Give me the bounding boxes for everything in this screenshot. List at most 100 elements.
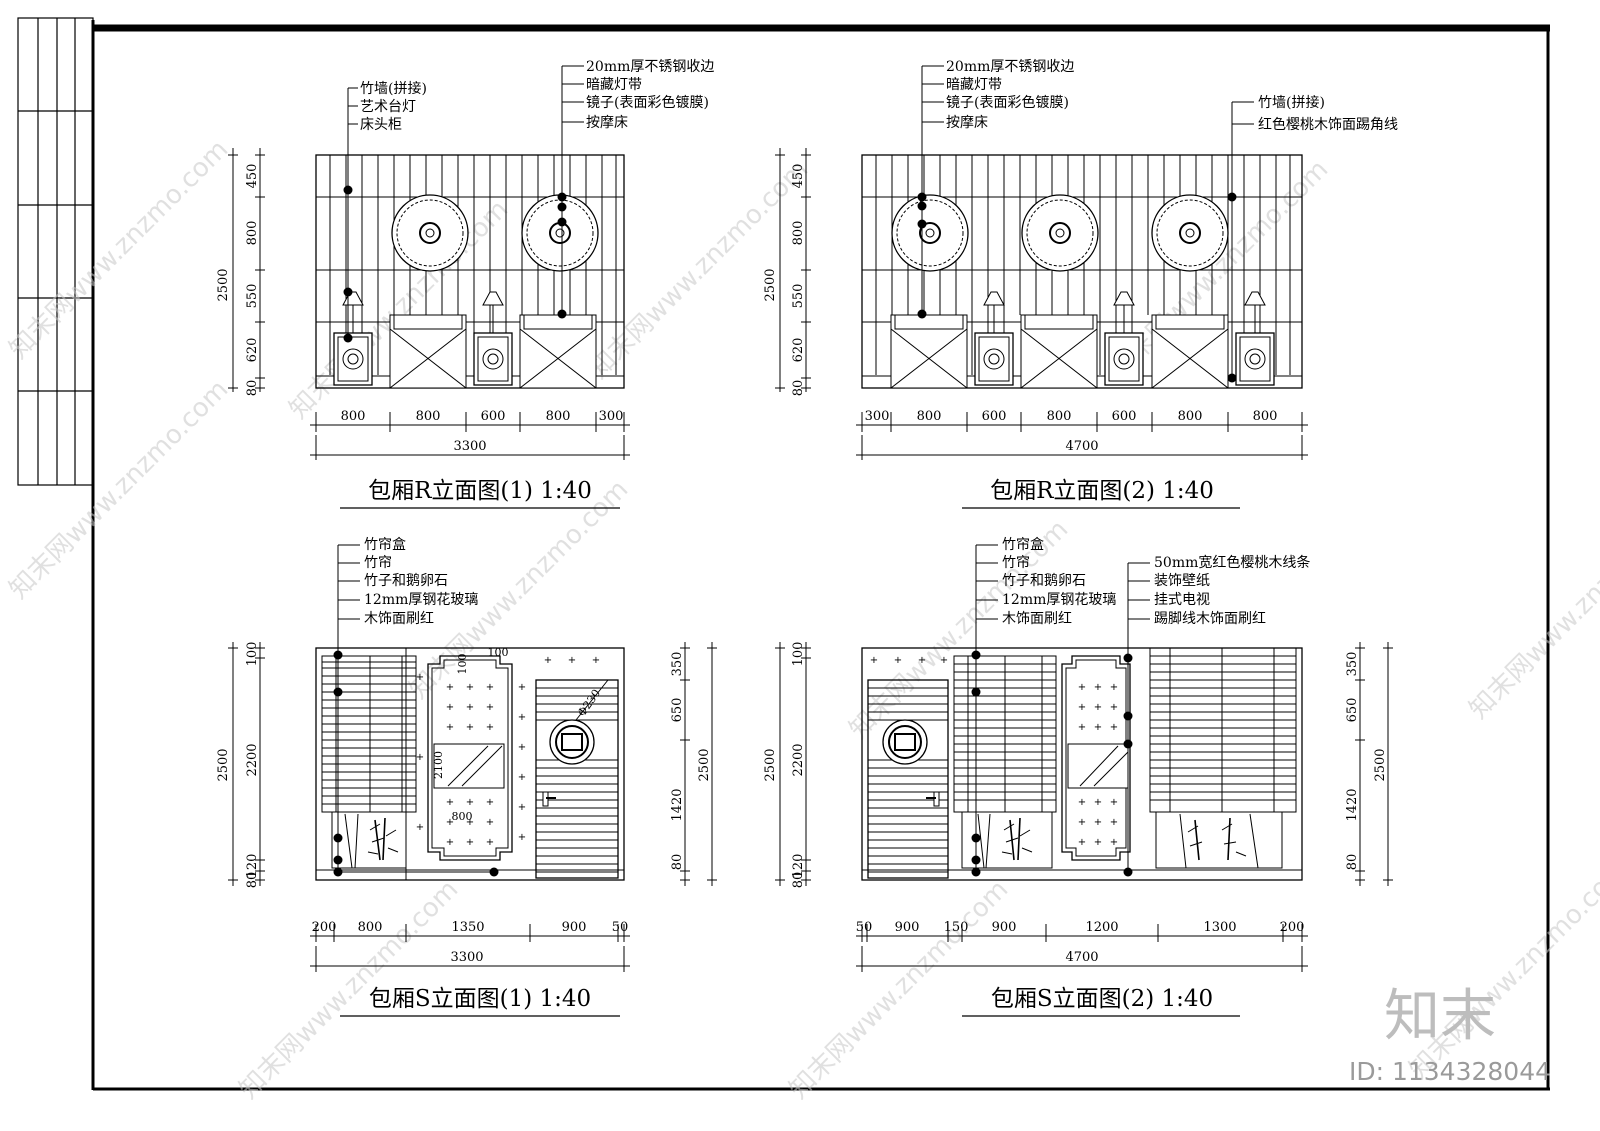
wallpaper-pattern: ++++ +++ +++ +++ +++ +++ +++	[870, 655, 1118, 848]
s1-dimension-lines	[228, 642, 717, 972]
svg-text:+: +	[1078, 817, 1086, 828]
svg-text:+: +	[446, 817, 454, 828]
annotation-label: 艺术台灯	[360, 99, 416, 115]
annotation-label: 竹帘	[364, 555, 392, 571]
dim-horizontal: 1200	[1085, 920, 1118, 935]
svg-text:+: +	[486, 797, 494, 808]
svg-text:+: +	[416, 822, 424, 833]
inner-dim: 800	[452, 810, 473, 823]
dim-vertical: 350	[1345, 652, 1360, 677]
dim-vertical: 1420	[670, 788, 685, 821]
brand-logo: 知末	[1384, 984, 1496, 1049]
dim-overall-width: 4700	[1065, 950, 1098, 965]
drawing-title-s2: 包厢S立面图(2) 1:40	[991, 986, 1213, 1012]
dim-vertical: 80	[791, 872, 806, 889]
svg-text:+: +	[466, 837, 474, 848]
dim-overall-height: 2500	[1373, 748, 1388, 781]
dim-horizontal: 800	[1178, 409, 1203, 424]
svg-text:+: +	[544, 655, 552, 666]
dim-horizontal: 1300	[1203, 920, 1236, 935]
s1-leader-dots	[333, 650, 499, 877]
dim-vertical: 120	[245, 854, 260, 879]
dim-vertical: 2200	[791, 743, 806, 776]
r2-annotation-labels: 20mm厚不锈钢收边 暗藏灯带 镜子(表面彩色镀膜) 按摩床 竹墙(拼接) 红色…	[946, 59, 1398, 133]
dim-horizontal: 300	[599, 409, 624, 424]
inner-dim: Φ230	[575, 687, 603, 719]
svg-text:+: +	[416, 752, 424, 763]
elevation-r1	[315, 154, 625, 389]
dim-vertical: 1420	[1345, 788, 1360, 821]
s2-leader-dots	[971, 650, 1133, 877]
dim-vertical: 100	[245, 642, 260, 667]
svg-text:+: +	[466, 722, 474, 733]
r2-leaders	[921, 65, 1254, 378]
s1-leaders	[337, 544, 494, 873]
dim-vertical: 550	[245, 284, 260, 309]
dim-horizontal: 200	[1280, 920, 1305, 935]
dim-overall-height: 2500	[763, 748, 778, 781]
annotation-label: 暗藏灯带	[586, 77, 642, 93]
wallpaper-pattern: +++ +++ +++ +++ +++ +++ +++ +++ +++ +++	[416, 655, 600, 848]
dim-horizontal: 800	[1253, 409, 1278, 424]
dim-horizontal: 200	[312, 920, 337, 935]
dim-overall-height: 2500	[216, 268, 231, 301]
dim-overall-width: 3300	[453, 439, 486, 454]
dim-vertical: 2200	[245, 743, 260, 776]
dim-vertical: 550	[791, 284, 806, 309]
dim-vertical: 620	[245, 338, 260, 363]
dim-vertical: 650	[1345, 698, 1360, 723]
svg-text:+: +	[446, 702, 454, 713]
svg-text:+: +	[1094, 682, 1102, 693]
s2-annotation-labels: 竹帘盒 竹帘 竹子和鹅卵石 12mm厚钢花玻璃 木饰面刷红 50mm宽红色樱桃木…	[1002, 536, 1310, 627]
svg-text:+: +	[466, 817, 474, 828]
svg-text:+: +	[568, 655, 576, 666]
annotation-label: 挂式电视	[1154, 592, 1210, 608]
dim-horizontal: 1350	[451, 920, 484, 935]
dim-vertical: 650	[670, 698, 685, 723]
dim-overall-width: 3300	[450, 950, 483, 965]
dim-vertical: 620	[791, 338, 806, 363]
dim-horizontal: 50	[612, 920, 629, 935]
svg-text:+: +	[1110, 797, 1118, 808]
dim-overall-width: 4700	[1065, 439, 1098, 454]
svg-text:+: +	[918, 655, 926, 666]
dim-horizontal: 800	[1047, 409, 1072, 424]
watermark-text: 知末网www.znzmo.com	[404, 474, 635, 705]
dim-vertical: 80	[670, 854, 685, 871]
drawing-title-r2: 包厢R立面图(2) 1:40	[990, 478, 1214, 504]
r1-dimension-text: 2500 450 800 550 620 80 800 800 600 800 …	[216, 164, 623, 454]
svg-text:+: +	[518, 802, 526, 813]
annotation-label: 50mm宽红色樱桃木线条	[1154, 554, 1310, 571]
dim-horizontal: 800	[917, 409, 942, 424]
svg-text:+: +	[518, 742, 526, 753]
annotation-label: 木饰面刷红	[1002, 611, 1072, 627]
svg-text:+: +	[592, 655, 600, 666]
dim-horizontal: 600	[481, 409, 506, 424]
dim-vertical: 120	[791, 854, 806, 879]
svg-text:+: +	[1094, 797, 1102, 808]
svg-text:+: +	[1110, 682, 1118, 693]
annotation-label: 竹子和鹅卵石	[364, 572, 448, 589]
r1-annotation-labels: 竹墙(拼接) 艺术台灯 床头柜 20mm厚不锈钢收边 暗藏灯带 镜子(表面彩色镀…	[360, 59, 714, 133]
s1-annotation-labels: 竹帘盒 竹帘 竹子和鹅卵石 12mm厚钢花玻璃 木饰面刷红	[364, 536, 478, 627]
svg-text:+: +	[518, 682, 526, 693]
dim-horizontal: 900	[895, 920, 920, 935]
svg-text:+: +	[518, 712, 526, 723]
annotation-label: 镜子(表面彩色镀膜)	[586, 94, 709, 111]
r2-leader-dots	[917, 192, 1237, 383]
annotation-label: 床头柜	[360, 117, 402, 133]
r1-dimension-lines	[228, 148, 630, 460]
dim-horizontal: 300	[865, 409, 890, 424]
dim-horizontal: 800	[546, 409, 571, 424]
svg-text:+: +	[446, 722, 454, 733]
svg-text:+: +	[486, 682, 494, 693]
svg-text:+: +	[870, 655, 878, 666]
watermark-text: 知末网www.znzmo.com	[1464, 494, 1600, 725]
svg-text:+: +	[1110, 837, 1118, 848]
dim-vertical: 80	[791, 380, 806, 397]
svg-text:+: +	[446, 682, 454, 693]
svg-text:+: +	[1078, 797, 1086, 808]
inner-dim: 100	[488, 646, 509, 659]
svg-text:+: +	[486, 722, 494, 733]
